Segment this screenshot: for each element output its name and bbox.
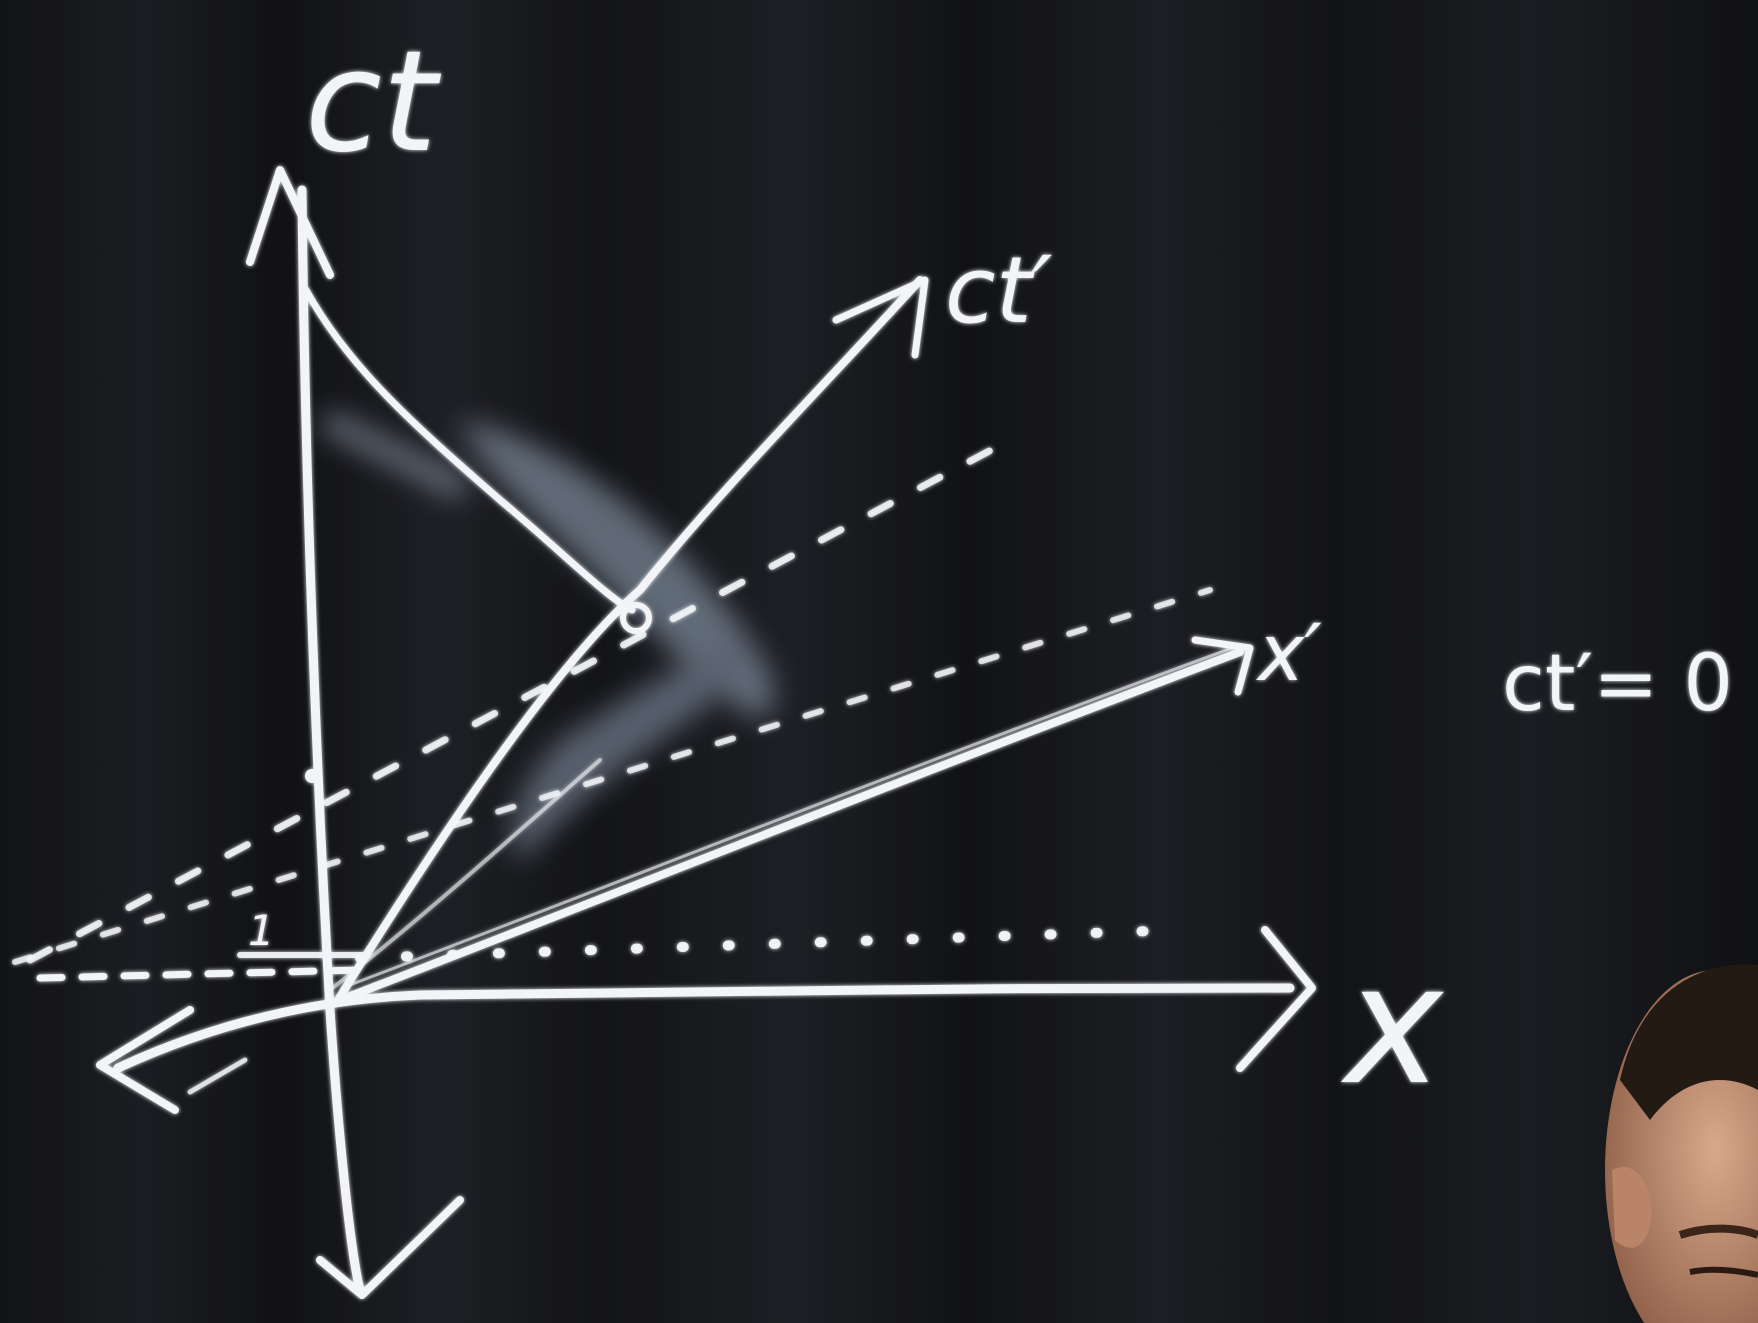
x-axis-label: x [1340,929,1445,1121]
x-prime-arrowhead [1191,636,1254,696]
eraser-smudge [320,410,775,860]
x-axis [96,926,1316,1114]
ct-axis-arrowhead [246,166,334,279]
hyperbola-curve [302,286,636,614]
x-axis-arrowhead [1236,926,1316,1072]
ct-prime-axis-label: ct′ [945,237,1053,344]
light-line [328,758,602,992]
x-axis-left-arrowhead [96,1006,194,1114]
ct-prime-arrowhead [832,276,929,359]
equation-label: ct′= 0 [1502,639,1733,729]
ct-axis [246,166,464,1299]
ct-axis-bottom-arrowhead [316,1196,464,1299]
ct-prime-axis [334,276,929,1004]
dashed-line-upper [26,436,1014,964]
lecturer-head [1605,964,1758,1323]
x-prime-axis-label: x′ [1255,609,1322,699]
ct-axis-label: ct [305,21,442,184]
dotted-line-horizontal [36,966,364,982]
tick-label: 1 [248,906,275,955]
